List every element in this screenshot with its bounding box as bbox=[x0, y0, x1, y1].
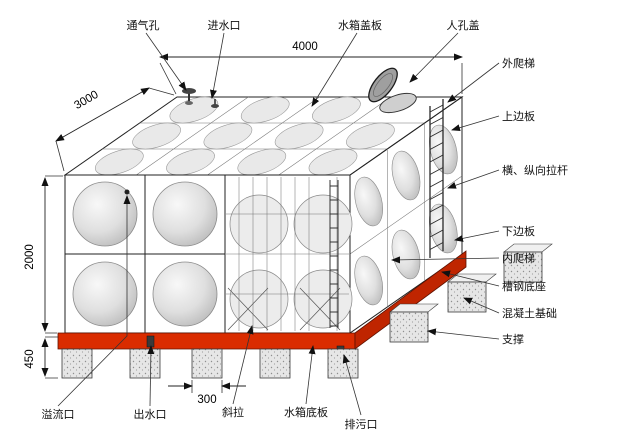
diagonal-braces bbox=[227, 287, 341, 331]
label-tank-bottom-plate: 水箱底板 bbox=[284, 405, 328, 419]
top-cover-domes bbox=[94, 96, 395, 176]
tank-right-face bbox=[349, 96, 463, 334]
overflow-fitting bbox=[124, 189, 130, 195]
label-support: 支撑 bbox=[502, 332, 524, 346]
callout-labels: 通气孔 进水口 水箱盖板 人孔盖 外爬梯 上边板 横、纵向拉杆 下边板 内爬梯 … bbox=[42, 18, 569, 431]
label-vent: 通气孔 bbox=[127, 18, 160, 32]
dim-foundation-text: 450 bbox=[24, 349, 36, 368]
label-channel-steel-base: 槽钢底座 bbox=[502, 279, 546, 293]
inlet-pipe bbox=[211, 99, 219, 108]
label-upper-side-plate: 上边板 bbox=[502, 109, 535, 123]
front-panels bbox=[64, 174, 226, 334]
manhole bbox=[368, 67, 417, 114]
dim-length-4000: 4000 bbox=[159, 41, 463, 95]
label-cover-plate: 水箱盖板 bbox=[338, 18, 382, 32]
dim-length-text: 4000 bbox=[292, 41, 318, 53]
cutaway-section bbox=[224, 174, 353, 334]
dim-support-300: 300 bbox=[168, 380, 246, 406]
outlet-pipe bbox=[146, 335, 155, 348]
label-overflow: 溢流口 bbox=[42, 407, 75, 421]
label-concrete-foundation: 混凝土基础 bbox=[502, 306, 557, 320]
label-external-ladder: 外爬梯 bbox=[502, 57, 535, 70]
tie-rods bbox=[226, 177, 349, 331]
label-internal-ladder: 内爬梯 bbox=[502, 251, 535, 265]
label-lower-side-plate: 下边板 bbox=[502, 224, 535, 238]
label-tie-rods: 横、纵向拉杆 bbox=[502, 163, 568, 177]
label-inlet: 进水口 bbox=[208, 19, 241, 32]
dim-support-text: 300 bbox=[197, 394, 216, 406]
dim-height-text: 2000 bbox=[24, 244, 36, 270]
manhole-lid bbox=[368, 67, 398, 103]
label-diagonal-brace: 斜拉 bbox=[222, 405, 244, 419]
label-drain: 排污口 bbox=[345, 417, 378, 431]
interior-wall-domes bbox=[229, 194, 353, 329]
front-panel-domes bbox=[72, 181, 218, 327]
channel-steel-base bbox=[57, 250, 467, 350]
concrete-supports bbox=[61, 243, 553, 379]
label-manhole-cover: 人孔盖 bbox=[447, 18, 480, 32]
external-ladder bbox=[429, 99, 444, 258]
dim-width-text: 3000 bbox=[72, 89, 100, 112]
internal-ladder bbox=[329, 180, 339, 328]
tank-top-face bbox=[63, 96, 464, 176]
dim-foundation-450: 450 bbox=[24, 336, 58, 379]
dim-height-2000: 2000 bbox=[24, 175, 63, 334]
right-face-domes bbox=[354, 124, 458, 306]
label-outlet: 出水口 bbox=[134, 407, 167, 421]
callout-leaders bbox=[57, 32, 500, 416]
